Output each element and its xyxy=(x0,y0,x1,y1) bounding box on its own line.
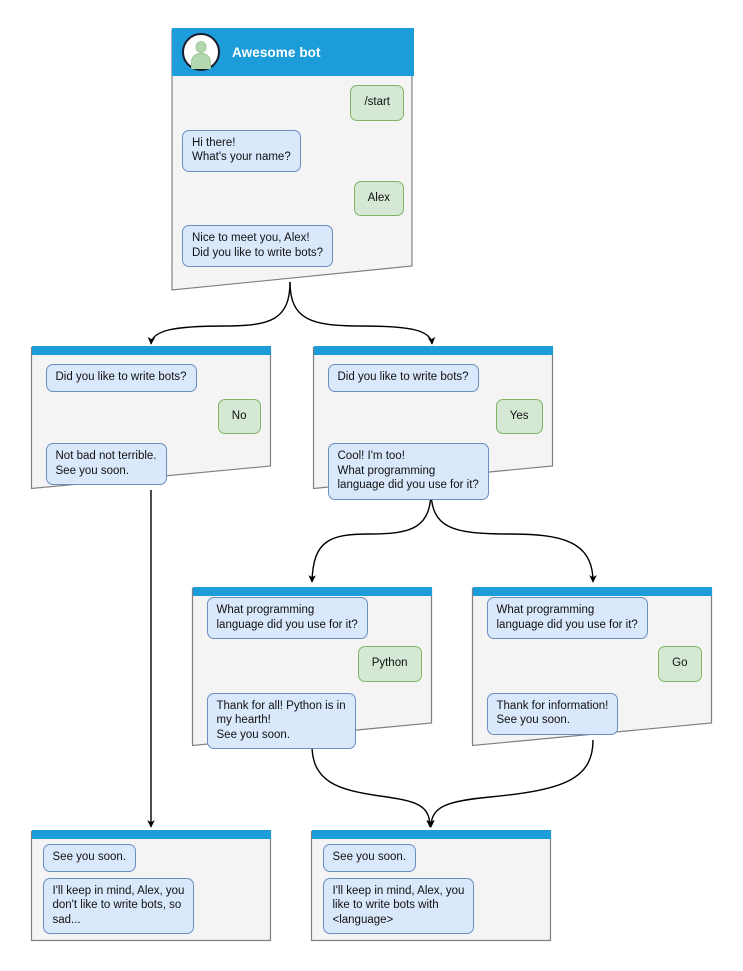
answer-yes-node-content: Did you like to write bots? Yes Cool! I'… xyxy=(312,346,554,509)
start-node-title: Awesome bot xyxy=(232,44,321,60)
message-row: Yes xyxy=(328,398,543,434)
user-message-bubble[interactable]: Alex xyxy=(353,180,404,216)
message-row: Did you like to write bots? xyxy=(45,364,261,392)
message-row: Thank for information! See you soon. xyxy=(486,692,702,735)
bot-message-bubble[interactable]: See you soon. xyxy=(42,844,137,872)
message-row: What programming language did you use fo… xyxy=(206,597,422,639)
bot-message-bubble[interactable]: Did you like to write bots? xyxy=(45,364,197,392)
end-sad-node-chat: See you soon. I'll keep in mind, Alex, y… xyxy=(32,839,271,934)
answer-go-node[interactable]: What programming language did you use fo… xyxy=(471,587,713,747)
avatar-head xyxy=(195,41,207,53)
answer-python-node-chat: What programming language did you use fo… xyxy=(193,596,432,749)
end-sad-node-header xyxy=(31,830,271,839)
message-row: What programming language did you use fo… xyxy=(486,597,702,639)
answer-yes-node[interactable]: Did you like to write bots? Yes Cool! I'… xyxy=(312,346,554,500)
message-row: Alex xyxy=(182,180,404,216)
end-sad-node[interactable]: See you soon. I'll keep in mind, Alex, y… xyxy=(30,830,272,942)
end-happy-node-content: See you soon. I'll keep in mind, Alex, y… xyxy=(310,830,552,943)
end-happy-node[interactable]: See you soon. I'll keep in mind, Alex, y… xyxy=(310,830,552,942)
answer-no-node-header xyxy=(31,346,271,355)
answer-python-node[interactable]: What programming language did you use fo… xyxy=(191,587,433,749)
end-sad-node-content: See you soon. I'll keep in mind, Alex, y… xyxy=(30,830,272,943)
message-row: /start xyxy=(182,85,404,121)
message-row: Go xyxy=(487,646,702,682)
answer-no-node-content: Did you like to write bots? No Not bad n… xyxy=(30,346,272,494)
start-node[interactable]: Awesome bot /start Hi there! What's your… xyxy=(170,28,414,292)
message-row: See you soon. xyxy=(322,844,541,872)
answer-no-node-chat: Did you like to write bots? No Not bad n… xyxy=(32,355,271,485)
bot-message-bubble[interactable]: Hi there! What's your name? xyxy=(182,129,301,172)
user-message-bubble[interactable]: /start xyxy=(350,85,404,121)
end-happy-node-chat: See you soon. I'll keep in mind, Alex, y… xyxy=(312,839,551,934)
bot-message-bubble[interactable]: What programming language did you use fo… xyxy=(206,597,368,639)
person-avatar-icon xyxy=(182,33,220,71)
answer-go-node-chat: What programming language did you use fo… xyxy=(473,596,712,735)
message-row: I'll keep in mind, Alex, you don't like … xyxy=(42,877,261,934)
user-message-bubble[interactable]: Yes xyxy=(495,398,543,434)
message-row: Python xyxy=(207,646,422,682)
message-row: Did you like to write bots? xyxy=(327,364,543,392)
message-row: No xyxy=(46,398,261,434)
message-row: See you soon. xyxy=(42,844,261,872)
answer-python-node-content: What programming language did you use fo… xyxy=(191,587,433,758)
avatar-body xyxy=(191,53,211,69)
bot-message-bubble[interactable]: Thank for information! See you soon. xyxy=(486,692,619,735)
bot-message-bubble[interactable]: Did you like to write bots? xyxy=(327,364,479,392)
bot-message-bubble[interactable]: Nice to meet you, Alex! Did you like to … xyxy=(182,225,334,267)
user-message-bubble[interactable]: No xyxy=(217,398,261,434)
bot-message-bubble[interactable]: See you soon. xyxy=(322,844,417,872)
start-node-content: Awesome bot /start Hi there! What's your… xyxy=(170,28,414,286)
answer-python-node-header xyxy=(192,587,432,596)
bot-message-bubble[interactable]: Not bad not terrible. See you soon. xyxy=(45,443,167,485)
answer-go-node-content: What programming language did you use fo… xyxy=(471,587,713,744)
bot-message-bubble[interactable]: I'll keep in mind, Alex, you like to wri… xyxy=(322,877,475,934)
bot-message-bubble[interactable]: Thank for all! Python is in my hearth! S… xyxy=(206,692,356,749)
start-node-header: Awesome bot xyxy=(172,28,414,76)
bot-message-bubble[interactable]: I'll keep in mind, Alex, you don't like … xyxy=(42,877,195,934)
edge-go-to-end xyxy=(427,739,594,828)
user-message-bubble[interactable]: Python xyxy=(357,646,422,682)
message-row: Cool! I'm too! What programming language… xyxy=(327,443,543,500)
user-message-bubble[interactable]: Go xyxy=(658,646,702,682)
answer-yes-node-chat: Did you like to write bots? Yes Cool! I'… xyxy=(314,355,553,500)
answer-go-node-header xyxy=(472,587,712,596)
end-happy-node-header xyxy=(311,830,551,839)
message-row: Thank for all! Python is in my hearth! S… xyxy=(206,692,422,749)
start-node-chat: /start Hi there! What's your name? Alex … xyxy=(172,76,414,286)
answer-yes-node-header xyxy=(313,346,553,355)
bot-message-bubble[interactable]: What programming language did you use fo… xyxy=(486,597,648,639)
message-row: Nice to meet you, Alex! Did you like to … xyxy=(182,225,404,267)
bot-message-bubble[interactable]: Cool! I'm too! What programming language… xyxy=(327,443,489,500)
message-row: Not bad not terrible. See you soon. xyxy=(45,443,261,485)
message-row: Hi there! What's your name? xyxy=(182,129,404,172)
answer-no-node[interactable]: Did you like to write bots? No Not bad n… xyxy=(30,346,272,490)
message-row: I'll keep in mind, Alex, you like to wri… xyxy=(322,877,541,934)
